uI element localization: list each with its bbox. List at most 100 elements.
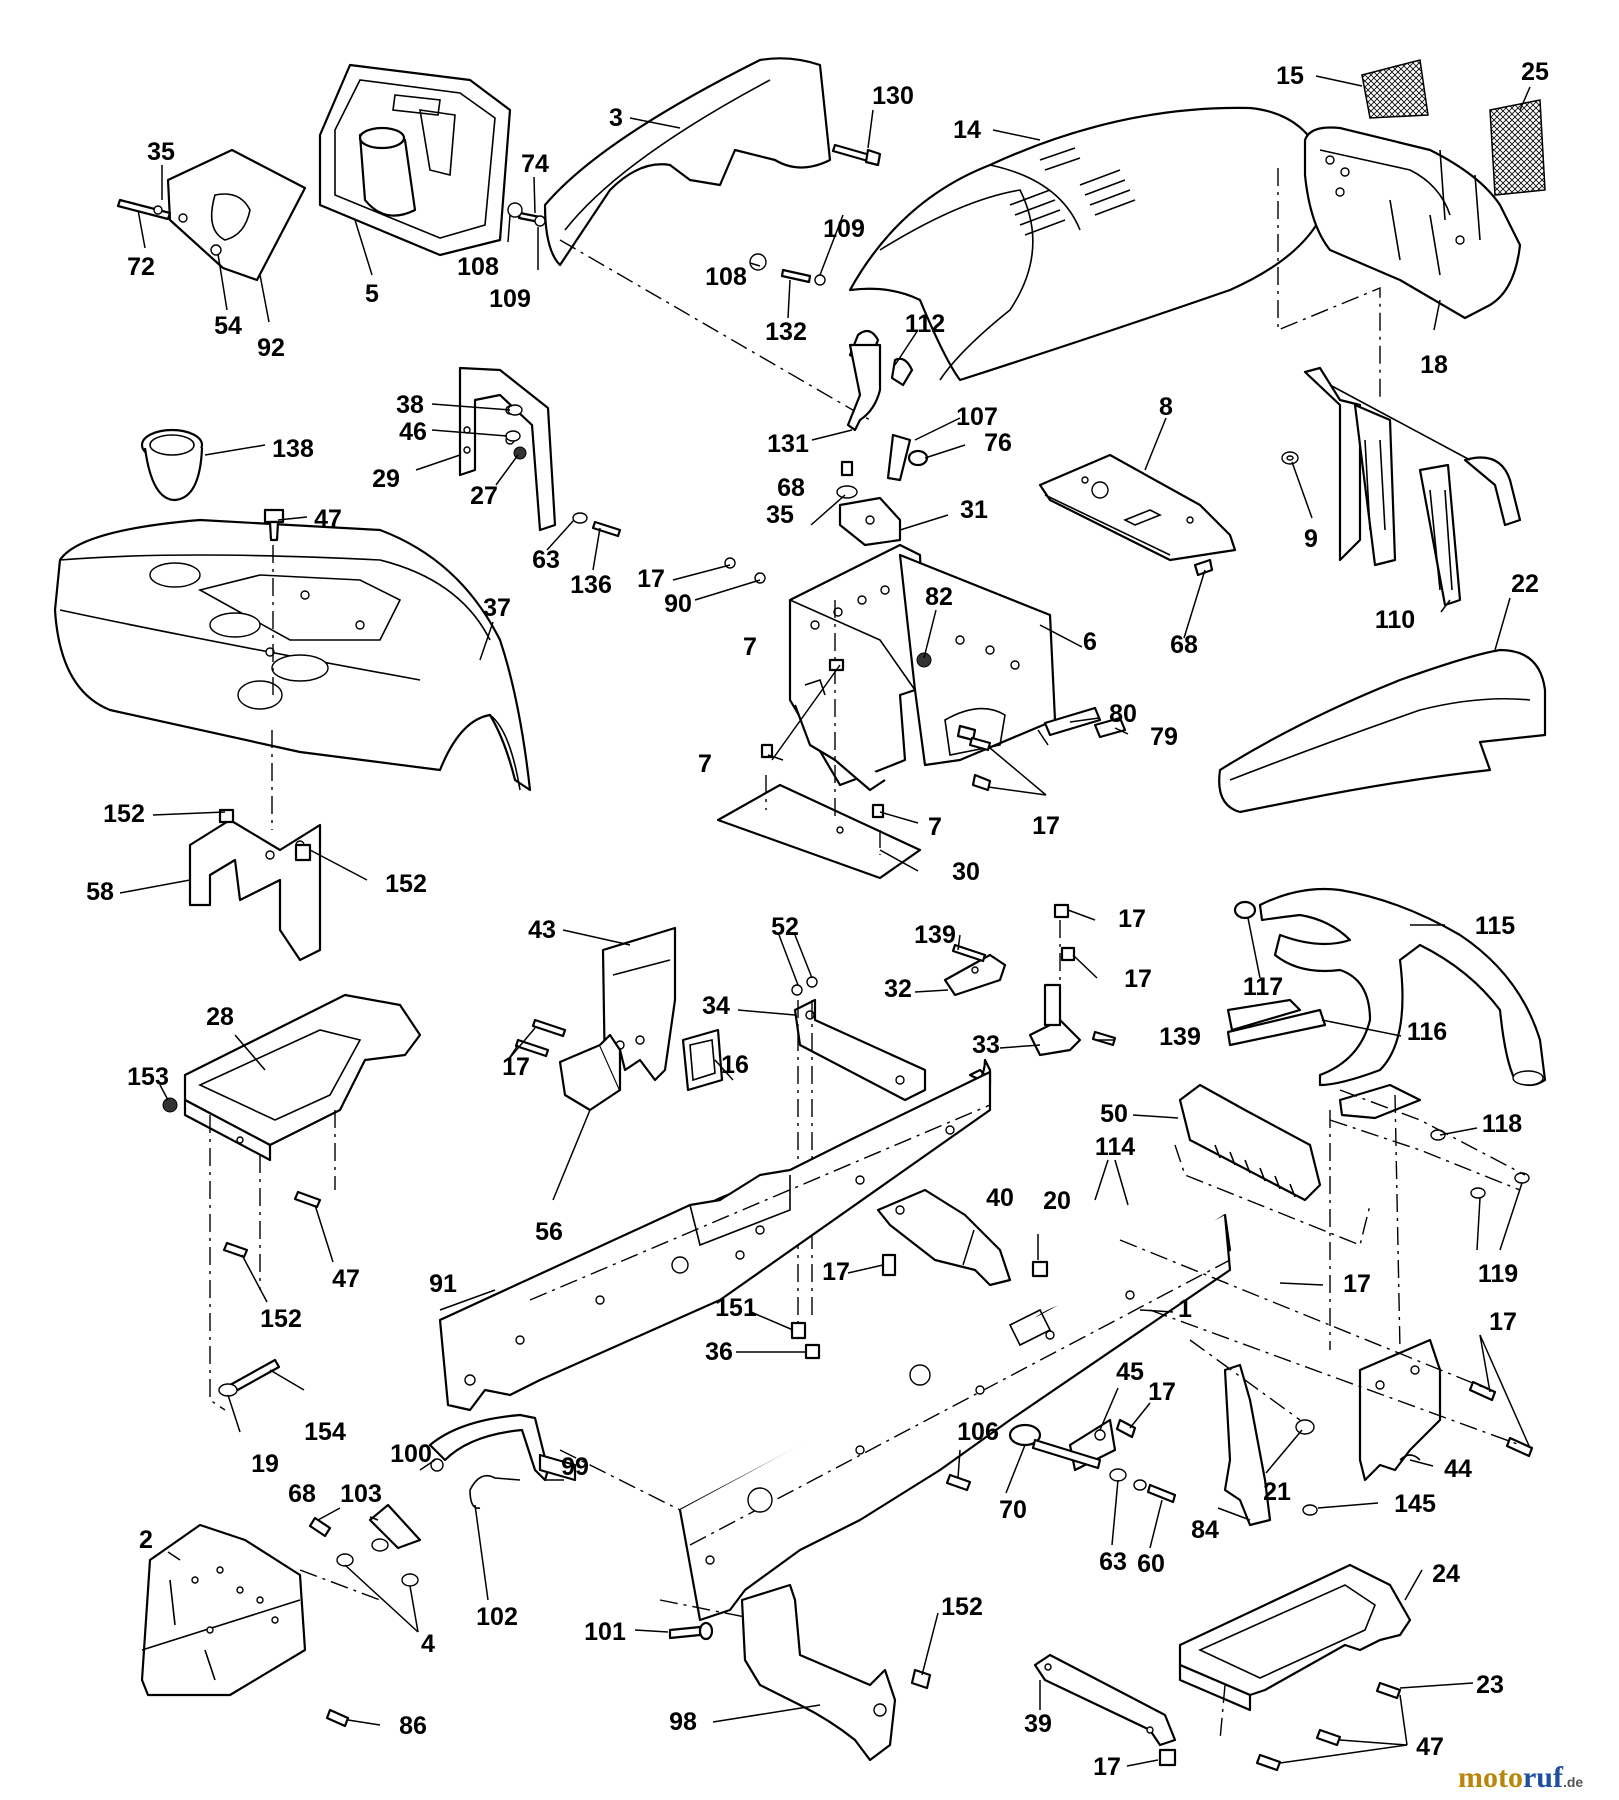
callout-103: 103 — [340, 1480, 382, 1508]
callout-74: 74 — [521, 150, 549, 178]
footrest-part-24 — [1178, 1563, 1412, 1712]
screws-part-139 — [951, 943, 1117, 1047]
grille-part-15 — [1361, 59, 1429, 119]
callout-47b: 47 — [332, 1265, 360, 1293]
callout-43: 43 — [528, 916, 556, 944]
latch-part-103 — [368, 1503, 422, 1552]
grille-part-25 — [1489, 99, 1546, 196]
cap-part-117 — [1233, 900, 1257, 920]
callout-21: 21 — [1263, 1478, 1291, 1506]
bolt-part-82 — [916, 652, 932, 668]
callout-63: 63 — [532, 546, 560, 574]
callout-17c: 17 — [1118, 905, 1146, 933]
callout-72: 72 — [127, 253, 155, 281]
callout-131: 131 — [767, 430, 809, 458]
bracket-part-56 — [558, 1033, 622, 1112]
callout-40: 40 — [986, 1184, 1014, 1212]
callout-112: 112 — [905, 310, 945, 338]
callout-17b: 17 — [1032, 812, 1060, 840]
callout-45: 45 — [1116, 1358, 1144, 1386]
callout-labels: 3 130 14 15 25 35 72 54 92 5 74 108 109 … — [86, 58, 1549, 1781]
callout-7: 7 — [743, 633, 757, 661]
callout-25: 25 — [1521, 58, 1549, 86]
latch-part-107 — [886, 433, 929, 482]
callout-114: 114 — [1095, 1133, 1135, 1161]
fender-part-37 — [53, 518, 532, 792]
callout-9: 9 — [1304, 525, 1318, 553]
callout-17: 17 — [637, 565, 665, 593]
hood-part-14 — [848, 106, 1332, 382]
cup-holder-part-138 — [140, 428, 204, 502]
bracket-part-31 — [838, 496, 902, 547]
bolt-part-136 — [572, 512, 622, 538]
callout-80: 80 — [1109, 700, 1137, 728]
callout-91: 91 — [429, 1270, 457, 1298]
pin-part-100 — [430, 1458, 444, 1472]
washers-part-4 — [336, 1553, 419, 1587]
callout-98: 98 — [669, 1708, 697, 1736]
bolt-part-68-plate — [308, 1516, 332, 1538]
frame-rail-part-91 — [438, 1058, 992, 1412]
callout-151: 151 — [715, 1294, 757, 1322]
bolts-part-23-47 — [1255, 1681, 1402, 1772]
callout-86: 86 — [399, 1712, 427, 1740]
plate-part-116 — [1226, 998, 1327, 1047]
bracket-part-handle — [1338, 1083, 1422, 1120]
callout-27: 27 — [470, 482, 498, 510]
callout-101: 101 — [584, 1618, 626, 1646]
bracket-part-40 — [876, 1188, 1012, 1287]
screw-part-68-right — [1193, 558, 1214, 577]
callout-5: 5 — [365, 280, 379, 308]
callout-18: 18 — [1420, 351, 1448, 379]
callout-116: 116 — [1407, 1018, 1447, 1046]
callout-47: 47 — [314, 505, 342, 533]
bracket-part-44 — [1358, 1338, 1442, 1482]
bolt-part-47-left — [293, 1190, 322, 1209]
callout-35: 35 — [147, 138, 175, 166]
seat-pan-part-6 — [788, 543, 1057, 792]
washer-part-9 — [1281, 451, 1299, 465]
fasteners-part-132 — [749, 253, 826, 286]
footrest-part-28 — [183, 993, 422, 1162]
callout-106: 106 — [957, 1418, 999, 1446]
callout-47c: 47 — [1416, 1733, 1444, 1761]
callout-115: 115 — [1475, 912, 1515, 940]
callout-32: 32 — [884, 975, 912, 1003]
bolt-part-101 — [668, 1621, 714, 1641]
callout-79: 79 — [1150, 723, 1178, 751]
callout-132: 132 — [765, 318, 807, 346]
callout-52: 52 — [771, 913, 799, 941]
leader-lines — [119, 75, 1531, 1767]
callout-152d: 152 — [941, 1593, 983, 1621]
callout-3: 3 — [609, 104, 623, 132]
callout-17h: 17 — [1489, 1308, 1517, 1336]
callout-46: 46 — [399, 418, 427, 446]
bracket-part-32 — [943, 953, 1007, 997]
bolt-part-20 — [1031, 1260, 1049, 1278]
callout-109b: 109 — [823, 215, 865, 243]
callout-54: 54 — [214, 312, 242, 340]
callout-2: 2 — [139, 1526, 153, 1554]
callout-139b: 139 — [1159, 1023, 1201, 1051]
console-part-5 — [318, 63, 512, 257]
bolt-part-152-left — [222, 1241, 249, 1259]
callout-7c: 7 — [928, 813, 942, 841]
bolt-part-17-39 — [1158, 1748, 1177, 1767]
washer-part-145 — [1302, 1504, 1318, 1516]
handle-part-115 — [1258, 887, 1547, 1087]
callout-34: 34 — [702, 992, 730, 1020]
callout-22: 22 — [1511, 570, 1539, 598]
callout-100: 100 — [390, 1440, 432, 1468]
bumper-part-22 — [1218, 648, 1547, 814]
svg-text:motoruf.de: motoruf.de — [1458, 1761, 1583, 1794]
bracket-part-33 — [1028, 983, 1082, 1057]
callout-92: 92 — [257, 334, 285, 362]
screws-part-7 — [760, 658, 885, 819]
callout-154: 154 — [304, 1418, 346, 1446]
pan-part-30 — [716, 783, 922, 880]
callout-70: 70 — [999, 1496, 1027, 1524]
callout-119: 119 — [1478, 1260, 1518, 1288]
callout-24: 24 — [1432, 1560, 1460, 1588]
callout-130: 130 — [872, 82, 914, 110]
callout-23: 23 — [1476, 1671, 1504, 1699]
